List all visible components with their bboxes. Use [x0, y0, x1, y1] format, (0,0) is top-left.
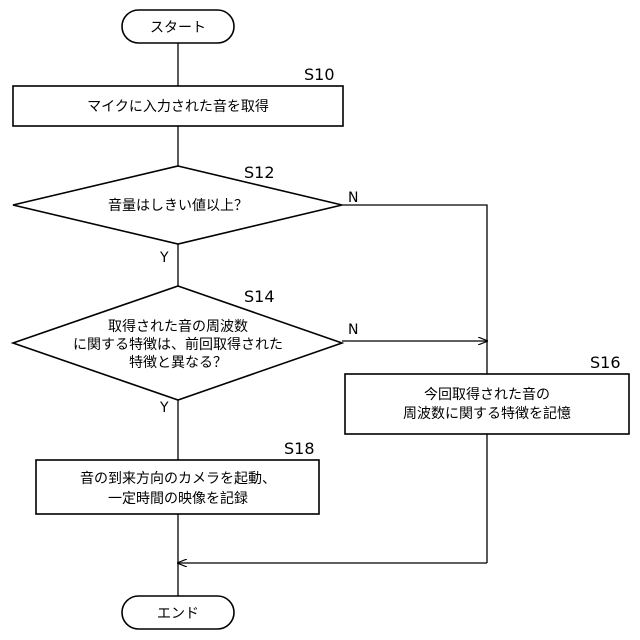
start-terminal: スタート	[122, 10, 234, 43]
decision-s12-no-label: N	[348, 190, 358, 206]
decision-s14-yes-label: Y	[159, 400, 169, 416]
decision-s12-yes-label: Y	[159, 250, 169, 266]
step-id-s10: S10	[304, 65, 335, 84]
decision-s12: S12 音量はしきい値以上？ N Y	[13, 163, 358, 266]
end-terminal: エンド	[122, 596, 234, 629]
process-s10-text: マイクに入力された音を取得	[87, 98, 269, 115]
connector-s12-no-branch	[342, 205, 487, 374]
process-s18-line-2: 一定時間の映像を記録	[108, 490, 248, 507]
decision-s12-text: 音量はしきい値以上？	[108, 197, 248, 214]
process-s16-line-2: 周波数に関する特徴を記憶	[403, 405, 571, 422]
step-id-s14: S14	[244, 287, 275, 306]
end-label: エンド	[157, 606, 199, 622]
step-id-s18: S18	[284, 439, 315, 458]
decision-s14-line-2: に関する特徴は、前回取得された	[73, 336, 283, 353]
decision-s14-line-1: 取得された音の周波数	[108, 318, 248, 335]
start-label: スタート	[150, 20, 206, 36]
process-s18-line-1: 音の到来方向のカメラを起動、	[80, 470, 276, 487]
step-id-s12: S12	[244, 163, 275, 182]
decision-s14-line-3: 特徴と異なる？	[129, 355, 227, 371]
process-s16-line-1: 今回取得された音の	[424, 386, 550, 403]
decision-s14-no-label: N	[348, 322, 358, 338]
step-id-s16: S16	[590, 353, 621, 372]
decision-s14: S14 取得された音の周波数 に関する特徴は、前回取得された 特徴と異なる？ N…	[13, 286, 358, 416]
